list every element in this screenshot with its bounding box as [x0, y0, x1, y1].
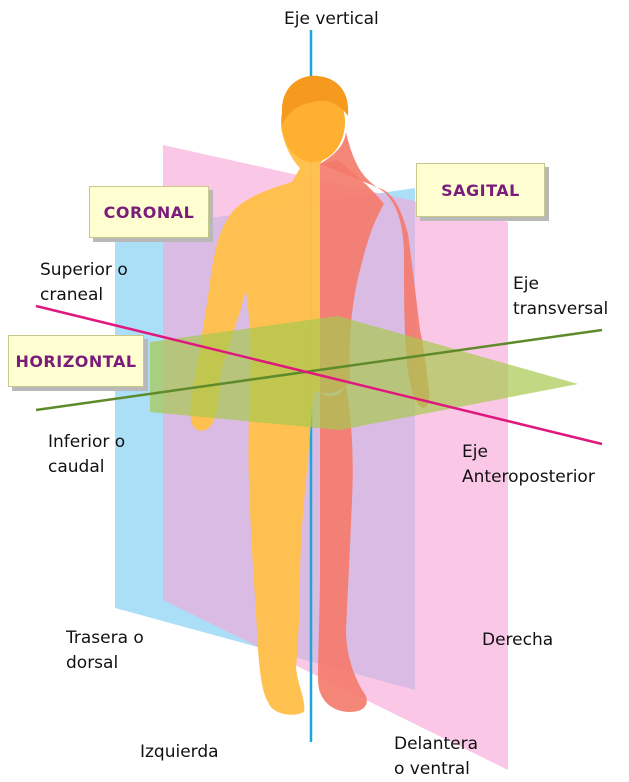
posterior-label: Trasera o dorsal — [66, 626, 144, 676]
transverse-axis-label: Eje transversal — [513, 272, 608, 322]
anteroposterior-line-2: Anteroposterior — [462, 465, 595, 490]
superior-line-2: craneal — [40, 283, 128, 308]
posterior-line-2: dorsal — [66, 651, 144, 676]
anterior-line-1: Delantera — [394, 732, 478, 757]
horizontal-plane-tag: HORIZONTAL — [8, 335, 144, 387]
right-label: Derecha — [482, 628, 553, 653]
anterior-line-2: o ventral — [394, 757, 478, 782]
inferior-line-1: Inferior o — [48, 430, 125, 455]
superior-line-1: Superior o — [40, 258, 128, 283]
superior-label: Superior o craneal — [40, 258, 128, 308]
left-label: Izquierda — [140, 740, 219, 765]
coronal-plane-tag: CORONAL — [89, 186, 209, 238]
anteroposterior-axis-label: Eje Anteroposterior — [462, 440, 595, 490]
sagittal-plane-tag: SAGITAL — [416, 163, 545, 217]
anterior-label: Delantera o ventral — [394, 732, 478, 782]
inferior-label: Inferior o caudal — [48, 430, 125, 480]
anteroposterior-line-1: Eje — [462, 440, 595, 465]
posterior-line-1: Trasera o — [66, 626, 144, 651]
inferior-line-2: caudal — [48, 455, 125, 480]
transverse-line-2: transversal — [513, 297, 608, 322]
transverse-line-1: Eje — [513, 272, 608, 297]
vertical-axis-label: Eje vertical — [284, 7, 379, 32]
